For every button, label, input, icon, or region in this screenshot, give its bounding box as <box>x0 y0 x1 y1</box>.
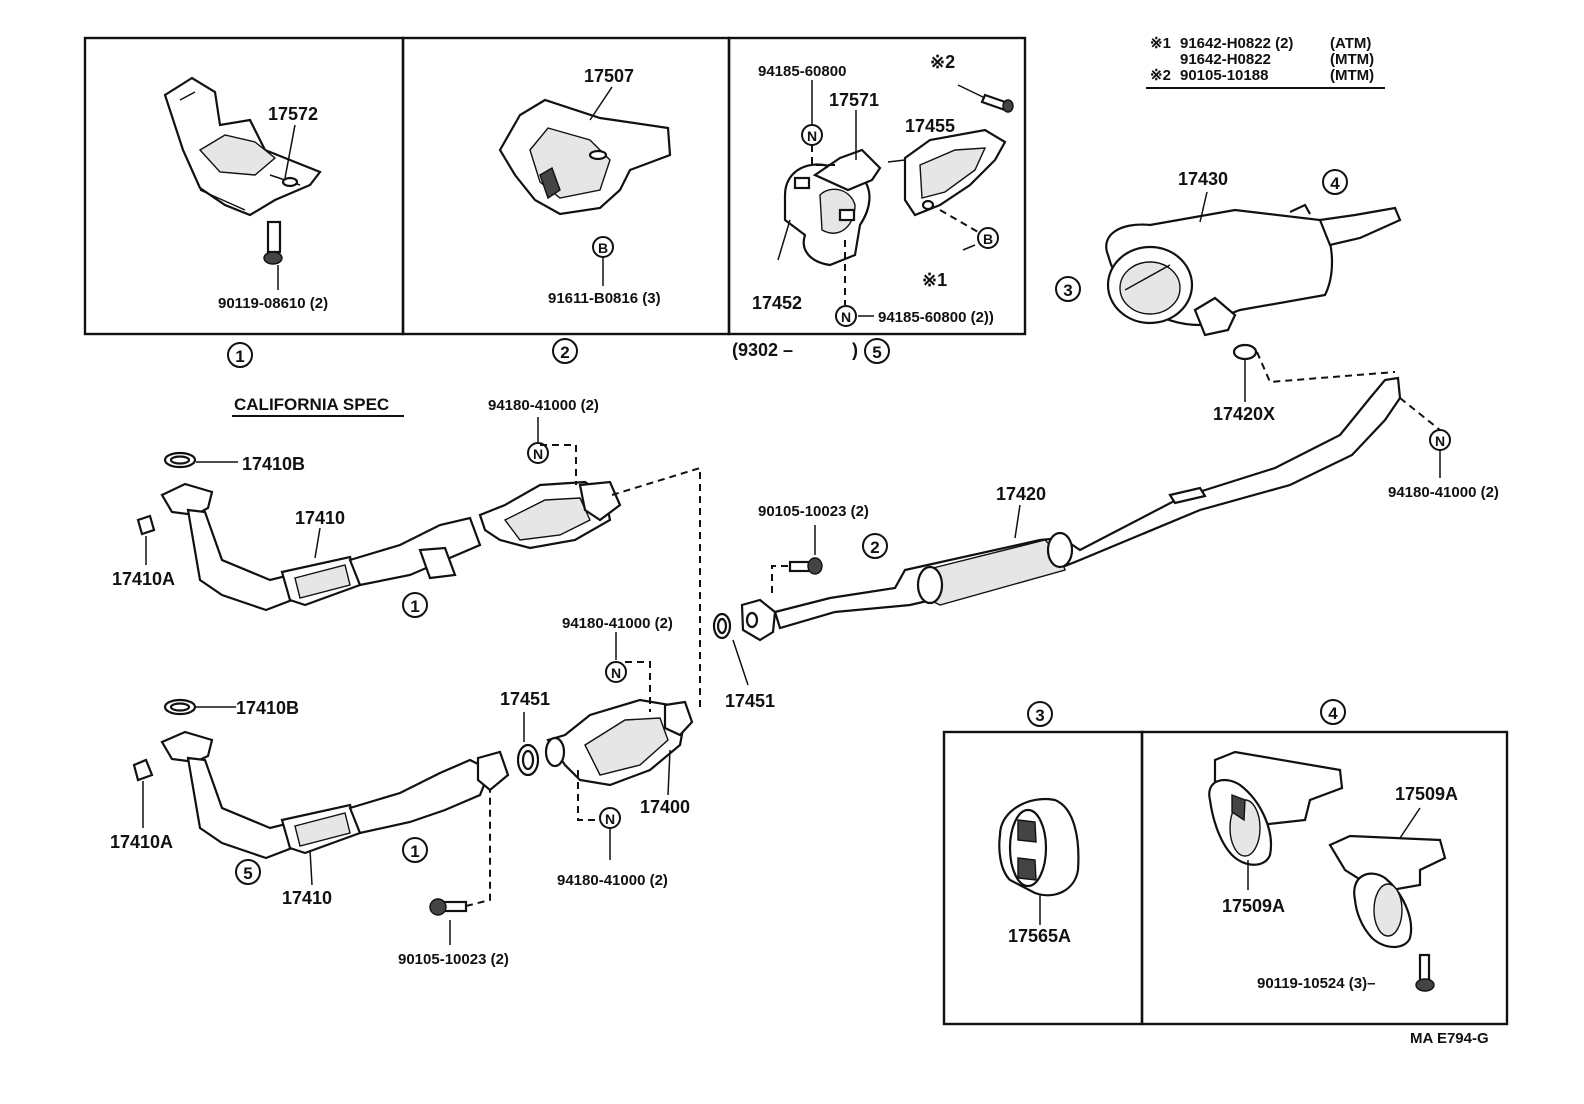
upper-nut-label: 17410A <box>112 569 175 589</box>
svg-text:5: 5 <box>872 343 881 362</box>
center-pipe-n-marker: N <box>1429 429 1451 451</box>
upper-n-marker: N <box>527 442 549 464</box>
footer-code: MA E794-G <box>1410 1030 1489 1047</box>
svg-text:2: 2 <box>870 538 879 557</box>
center-pipe-label: 17420 <box>996 484 1046 504</box>
note-line2-part: 91642-H0822 <box>1180 51 1271 68</box>
inset-5-n-marker-bottom: N <box>835 305 857 327</box>
inset-5-clamp-label: 17571 <box>829 90 879 110</box>
note-line1-mark: ※1 <box>1150 35 1171 52</box>
note-line1-part: 91642-H0822 (2) <box>1180 35 1293 52</box>
inset-3-ref: 3 <box>1027 701 1053 727</box>
inset-5-bracket-label: 17455 <box>905 116 955 136</box>
lower-pipe-ref: 1 <box>402 837 428 863</box>
inset-1-bolt-label: 90119-08610 (2) <box>218 295 328 312</box>
lower-n-marker-bottom: N <box>599 807 621 829</box>
inset-2-box <box>401 36 731 336</box>
svg-text:1: 1 <box>410 597 419 616</box>
muffler-drawing <box>1105 191 1402 361</box>
lower-nut-label: 17410A <box>110 832 173 852</box>
svg-text:1: 1 <box>235 347 244 366</box>
svg-text:2: 2 <box>560 343 569 362</box>
inset-3-part-label: 17565A <box>1008 926 1071 946</box>
inset-5-ref: 5 <box>864 338 890 364</box>
svg-text:N: N <box>605 811 615 827</box>
inset-1-part-label: 17572 <box>268 104 318 124</box>
svg-text:N: N <box>841 309 851 325</box>
note-line3-spec: (MTM) <box>1330 67 1374 84</box>
inset-5-nut-top-label: 94185-60800 <box>758 63 846 80</box>
upper-assembly-drawing <box>136 417 701 712</box>
note-line2-spec: (MTM) <box>1330 51 1374 68</box>
inset-4-part-b-label: 17509A <box>1222 896 1285 916</box>
svg-text:N: N <box>1435 433 1445 449</box>
lower-gasket-b-label: 17451 <box>500 689 550 709</box>
inset-5-nut-bottom-label: 94185-60800 (2)) <box>878 309 994 326</box>
svg-text:3: 3 <box>1035 706 1044 725</box>
inset-3-box <box>942 730 1144 1026</box>
california-spec-label: CALIFORNIA SPEC <box>234 395 389 414</box>
upper-gasket-label: 17410B <box>242 454 305 474</box>
lower-hanger-ref: 5 <box>235 859 261 885</box>
inset-1-ref: 1 <box>227 342 253 368</box>
svg-text:4: 4 <box>1330 174 1340 193</box>
muffler-ref-left: 3 <box>1055 276 1081 302</box>
inset-2-ref: 2 <box>552 338 578 364</box>
inset-2-part-label: 17507 <box>584 66 634 86</box>
upper-pipe-label: 17410 <box>295 508 345 528</box>
note-line1-spec: (ATM) <box>1330 35 1371 52</box>
center-pipe-drawing <box>712 376 1441 686</box>
muffler-ref-right: 4 <box>1322 169 1348 195</box>
inset-5-n-marker-top: N <box>801 124 823 146</box>
upper-pipe-ref: 1 <box>402 592 428 618</box>
note-line3-part: 90105-10188 <box>1180 67 1268 84</box>
center-pipe-gasket-label: 17451 <box>725 691 775 711</box>
gasket-x-label: 17420X <box>1213 404 1275 424</box>
svg-text:5: 5 <box>243 864 252 883</box>
center-pipe-ref: 2 <box>862 533 888 559</box>
svg-text:3: 3 <box>1063 281 1072 300</box>
lower-gasket-label: 17410B <box>236 698 299 718</box>
muffler-link-dash <box>1256 351 1396 384</box>
muffler-label: 17430 <box>1178 169 1228 189</box>
lower-nut-set-bottom-label: 94180-41000 (2) <box>557 872 668 889</box>
lower-converter-label: 17400 <box>640 797 690 817</box>
inset-5-range-from: (9302 – <box>732 340 793 360</box>
svg-text:4: 4 <box>1328 704 1338 723</box>
svg-text:N: N <box>611 665 621 681</box>
inset-5-b-marker: B <box>977 227 999 249</box>
upper-nut-set-label: 94180-41000 (2) <box>488 397 599 414</box>
inset-4-box <box>1140 730 1509 1026</box>
inset-2-bolt-marker: B <box>592 236 614 258</box>
inset-5-box <box>727 36 1027 336</box>
svg-text:N: N <box>807 128 817 144</box>
lower-nut-set-top-label: 94180-41000 (2) <box>562 615 673 632</box>
svg-text:B: B <box>598 240 608 256</box>
svg-text:1: 1 <box>410 842 419 861</box>
inset-5-band-label: 17452 <box>752 293 802 313</box>
inset-2-bolt-label: 91611-B0816 (3) <box>548 290 661 307</box>
inset-4-ref: 4 <box>1320 699 1346 725</box>
svg-text:N: N <box>533 446 543 462</box>
inset-5-bracket-mark: ※1 <box>922 270 947 290</box>
inset-5-range-close: ) <box>852 340 858 360</box>
lower-bolt-label: 90105-10023 (2) <box>398 951 509 968</box>
lower-pipe-label: 17410 <box>282 888 332 908</box>
inset-4-bolt-label: 90119-10524 (3)– <box>1257 975 1375 992</box>
lower-n-marker-top: N <box>605 661 627 683</box>
center-pipe-nut-label: 94180-41000 (2) <box>1388 484 1499 501</box>
inset-1-box <box>83 36 405 336</box>
lower-assembly-drawing <box>132 632 694 945</box>
inset-5-bolt-mark: ※2 <box>930 52 955 72</box>
center-pipe-bolt-label: 90105-10023 (2) <box>758 503 869 520</box>
svg-text:B: B <box>983 231 993 247</box>
note-line3-mark: ※2 <box>1150 67 1171 84</box>
inset-4-part-a-label: 17509A <box>1395 784 1458 804</box>
